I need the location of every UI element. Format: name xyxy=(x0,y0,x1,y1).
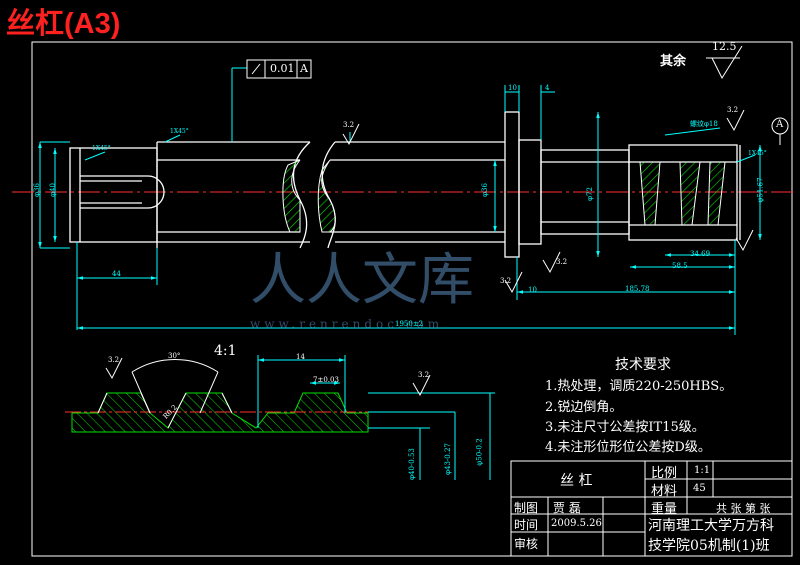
rest-label: 其余 xyxy=(660,54,687,69)
section-hatch-2 xyxy=(679,161,701,226)
dim-hole-label: 螺纹φ18 xyxy=(690,120,718,128)
dim-len-total: 1950±2 xyxy=(395,320,424,328)
break-hatch-left xyxy=(282,159,301,233)
gtol-value: 0.01 xyxy=(270,62,295,75)
rest-roughness-value: 12.5 xyxy=(712,40,737,53)
tech-req-title: 技术要求 xyxy=(615,357,671,373)
dim-ra-e: 3.2 xyxy=(108,356,120,364)
tech-req-item: 4.未注形位形位公差按D级。 xyxy=(545,440,711,455)
thread-pitch: 14 xyxy=(296,353,305,361)
dia-pitch: φ43-0.27 xyxy=(443,443,452,475)
material-label: 材料 xyxy=(651,484,678,499)
dim-ra-d: 3.2 xyxy=(500,277,512,285)
school-line1: 河南理工大学万方科 xyxy=(648,518,774,534)
dim-len-58: 58.5 xyxy=(672,262,688,270)
drawing-title: 丝杠(A3) xyxy=(6,8,121,40)
weight-label: 重量 xyxy=(651,502,678,517)
section-hatch-1 xyxy=(639,161,661,226)
drawn-by: 贾 磊 xyxy=(553,501,581,515)
thread-detail xyxy=(65,355,495,480)
tech-req-item: 2.锐边倒角。 xyxy=(545,400,623,415)
dim-dia-flange: φ72 xyxy=(585,187,594,201)
dim-ra-a: 3.2 xyxy=(343,121,355,129)
dimension-lines xyxy=(38,67,762,335)
thread-crest: 7±0.03 xyxy=(313,376,339,384)
tech-req-item: 1.热处理，调质220-250HBS。 xyxy=(545,379,733,394)
section-hatch-3 xyxy=(707,161,726,226)
dim-len-44: 44 xyxy=(112,270,121,278)
scale-label: 比例 xyxy=(651,466,678,481)
dim-chamfer-left: 1X45° xyxy=(92,145,111,152)
review-label: 审核 xyxy=(514,537,539,551)
break-hatch-right xyxy=(317,159,336,233)
watermark-text: 人人文库 xyxy=(250,248,474,313)
date-label: 时间 xyxy=(514,518,539,532)
dim-len-10a: 10 xyxy=(508,84,517,92)
sheets-label: 共 张 第 张 xyxy=(716,502,771,515)
dim-chamfer-right: 1X45° xyxy=(748,150,767,157)
datum-a-label: A xyxy=(776,119,784,130)
dim-dia-left-inner: φ40 xyxy=(48,183,57,197)
gtol-frame xyxy=(246,59,312,79)
watermark-url: www.renrendoc.com xyxy=(250,317,444,331)
material-value: 45 xyxy=(693,483,706,494)
dim-len-4: 4 xyxy=(545,84,550,92)
drawing-border xyxy=(31,41,793,557)
detail-scale: 4:1 xyxy=(214,343,237,359)
tech-req-item: 3.未注尺寸公差按IT15级。 xyxy=(545,420,705,435)
scale-value: 1:1 xyxy=(694,465,711,476)
thread-angle: 30° xyxy=(168,352,181,360)
rest-roughness-symbol xyxy=(711,45,743,80)
dia-minor: φ40-0.53 xyxy=(407,448,416,480)
dim-dia-left-outer: φ36 xyxy=(32,183,41,197)
title-block xyxy=(510,460,793,557)
drawn-label: 制图 xyxy=(514,501,539,515)
dim-ra-c: 3.2 xyxy=(556,258,568,266)
school-line2: 技学院05机制(1)班 xyxy=(648,538,770,554)
part-name: 丝 杠 xyxy=(560,473,593,489)
dim-dia-mid: φ36 xyxy=(480,183,489,197)
dia-major: φ50-0.2 xyxy=(475,438,484,466)
gtol-datum: A xyxy=(300,62,308,75)
dim-dia-right: φ51.67 xyxy=(756,177,765,203)
dim-len-10b: 10 xyxy=(528,286,537,294)
date-value: 2009.5.26 xyxy=(551,518,602,529)
dim-len-34: 34.69 xyxy=(690,250,711,258)
dim-ra-f: 3.2 xyxy=(418,371,430,379)
dim-len-185: 185.78 xyxy=(625,285,650,293)
dim-chamfer-mid: 1X45° xyxy=(170,128,189,135)
dim-ra-b: 3.2 xyxy=(727,106,739,114)
